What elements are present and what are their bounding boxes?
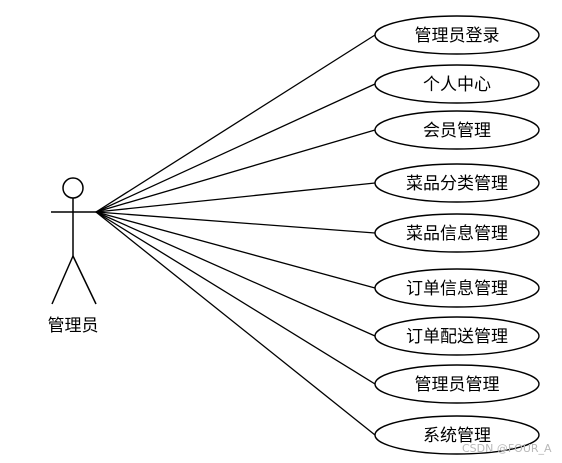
actor-label: 管理员 — [48, 316, 99, 336]
use-case-2: 个人中心 — [374, 64, 540, 104]
use-case-5: 菜品信息管理 — [374, 213, 540, 253]
use-case-3: 会员管理 — [374, 110, 540, 150]
association-line-9 — [95, 211, 376, 436]
actor-left-leg — [51, 255, 74, 305]
use-case-label: 订单信息管理 — [406, 279, 508, 299]
use-case-6: 订单信息管理 — [374, 268, 540, 308]
use-case-ellipse — [374, 163, 540, 203]
use-case-8: 管理员管理 — [374, 364, 540, 404]
use-case-label: 管理员登录 — [415, 26, 500, 46]
use-case-label: 订单配送管理 — [406, 327, 508, 347]
use-case-label: 系统管理 — [423, 426, 491, 446]
actor-right-leg — [72, 255, 97, 305]
use-case-ellipse — [374, 316, 540, 356]
use-case-label: 会员管理 — [423, 121, 491, 141]
use-case-ellipse — [374, 15, 540, 55]
use-case-ellipse — [374, 364, 540, 404]
association-line-7 — [95, 211, 376, 337]
use-case-ellipse — [374, 415, 540, 455]
association-line-6 — [95, 211, 376, 289]
associations — [95, 34, 376, 436]
use-case-label: 个人中心 — [423, 75, 491, 95]
association-line-5 — [95, 211, 376, 234]
actor-figure — [51, 177, 97, 305]
use-case-ellipse — [374, 268, 540, 308]
use-case-ellipse — [374, 213, 540, 253]
use-case-ellipse — [374, 64, 540, 104]
use-case-label: 菜品分类管理 — [406, 174, 508, 194]
use-case-7: 订单配送管理 — [374, 316, 540, 356]
association-line-4 — [95, 182, 376, 213]
association-line-3 — [95, 129, 376, 213]
use-case-9: 系统管理 — [374, 415, 540, 455]
association-line-1 — [95, 34, 376, 213]
use-case-4: 菜品分类管理 — [374, 163, 540, 203]
association-line-8 — [95, 211, 376, 385]
association-line-2 — [95, 83, 376, 213]
watermark: CSDN @FOUR_A — [462, 442, 552, 455]
use-case-label: 管理员管理 — [415, 375, 500, 395]
actor-head — [62, 177, 84, 199]
use-case-label: 菜品信息管理 — [406, 224, 508, 244]
use-case-ellipse — [374, 110, 540, 150]
use-case-1: 管理员登录 — [374, 15, 540, 55]
